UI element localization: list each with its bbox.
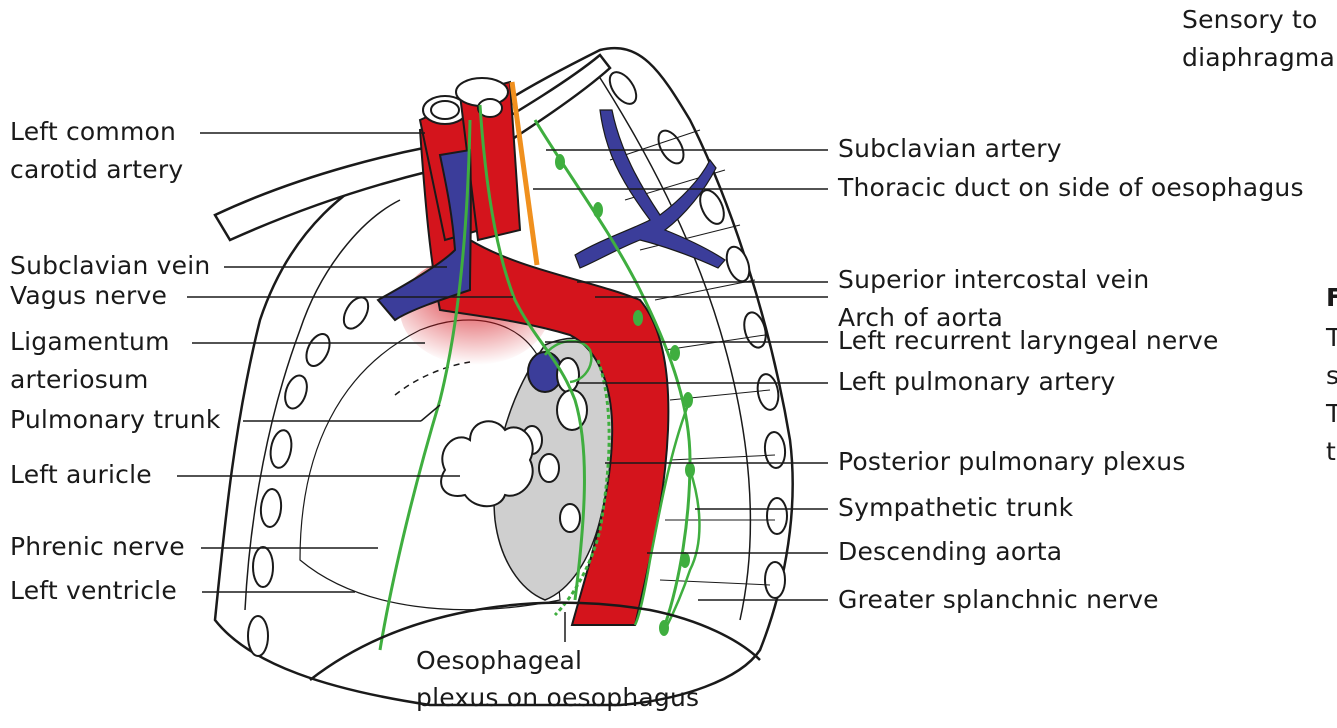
diaphragm: [309, 601, 761, 681]
label-left-common-carotid-artery: Left common: [10, 117, 177, 146]
label-descending-aorta: Descending aorta: [838, 537, 1063, 566]
label-left-ventricle: Left ventricle: [10, 576, 177, 605]
label-posterior-pulmonary-plexus: Posterior pulmonary plexus: [838, 447, 1186, 476]
label-vagus-nerve: Vagus nerve: [10, 281, 168, 310]
recurrent-laryngeal-line: [543, 339, 593, 384]
label-diaphragmatic: diaphragma: [1182, 43, 1335, 72]
carotid-lumen-inner: [430, 100, 460, 120]
left-ribs: [247, 296, 370, 657]
clipped-letter-f: F: [1326, 283, 1337, 312]
sympathetic-trunk-line: [533, 119, 692, 626]
label-subclavian-vein: Subclavian vein: [10, 251, 211, 280]
clipped-letter-s: s: [1326, 361, 1337, 390]
clipped-letter-t1: T: [1326, 323, 1337, 352]
label-sensory-to: Sensory to: [1182, 5, 1318, 34]
left-auricle-shape: [440, 420, 534, 508]
label-left-common-carotid-artery-line2: carotid artery: [10, 155, 184, 184]
label-left-pulmonary-artery: Left pulmonary artery: [838, 367, 1116, 396]
label-ligamentum-arteriosum: Ligamentum: [10, 327, 170, 356]
sympathetic-ganglia: [555, 154, 695, 636]
phrenic-nerve-line: [378, 119, 472, 651]
label-left-auricle: Left auricle: [10, 460, 152, 489]
clipped-letter-t3: t: [1326, 437, 1337, 466]
label-pulmonary-trunk: Pulmonary trunk: [10, 405, 221, 434]
inner-cage-right: [594, 69, 752, 621]
splanchnic-nerve-line-2: [663, 469, 701, 631]
vagus-nerve-line: [478, 104, 586, 601]
heart-dashed: [394, 361, 471, 396]
label-greater-splanchnic-nerve: Greater splanchnic nerve: [838, 585, 1159, 614]
label-arch-of-aorta-visible: Arch of aorta: [838, 303, 1004, 332]
label-superior-intercostal-vein: Superior intercostal vein: [838, 265, 1150, 294]
inner-cage-line: [244, 199, 401, 611]
label-thoracic-duct: Thoracic duct on side of oesophagus: [838, 173, 1304, 202]
leader-lines: [177, 132, 828, 642]
subclavian-vein-shape: [376, 148, 472, 322]
label-sympathetic-trunk: Sympathetic trunk: [838, 493, 1074, 522]
thoracic-duct-shape: [509, 81, 540, 266]
aorta: [418, 118, 670, 626]
oesophageal-plexus-line: [553, 359, 611, 617]
label-left-recurrent-laryngeal-nerve: Left recurrent laryngeal nerve: [838, 326, 1219, 355]
label-oesophageal-plexus: Oesophageal: [416, 646, 583, 675]
subclavian-band: [213, 53, 612, 242]
label-oesophageal-plexus-line2: plexus on oesophagus: [416, 683, 700, 712]
label-ligamentum-arteriosum-line2: arteriosum: [10, 365, 149, 394]
label-phrenic-nerve: Phrenic nerve: [10, 532, 185, 561]
label-subclavian-artery: Subclavian artery: [838, 134, 1062, 163]
clipped-letter-t2: T: [1326, 399, 1337, 428]
subclavian-lumen-inner: [477, 98, 503, 118]
